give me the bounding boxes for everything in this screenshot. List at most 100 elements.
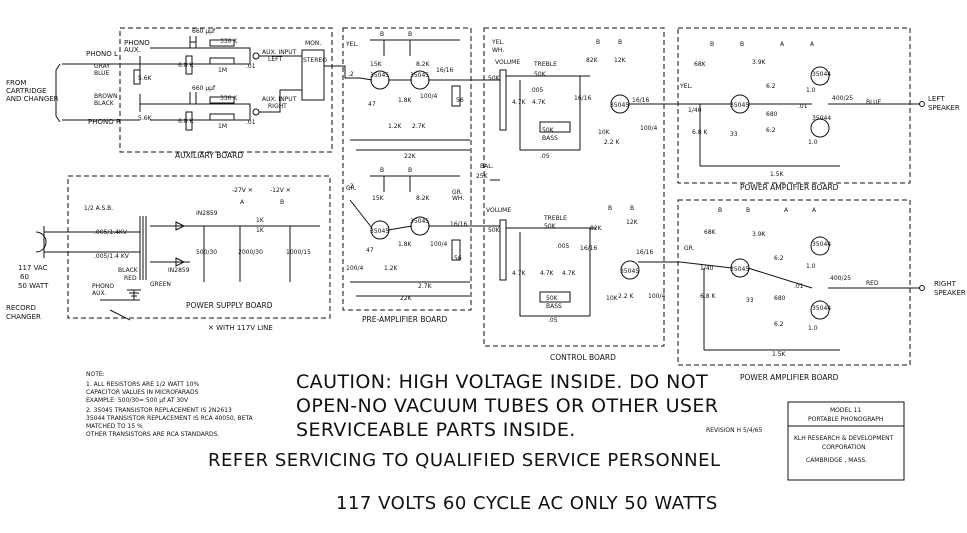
left-speaker-1: LEFT (928, 95, 945, 103)
bass-bottom-label: BASS (546, 303, 562, 310)
red-wire-label: RED (124, 275, 137, 282)
gr-amp-label: GR. (684, 245, 695, 252)
r22k-bottom-label: 22K (400, 295, 413, 302)
r62-bottom-a-label: 6.2 (774, 255, 784, 262)
power-amp-bottom-outline (677, 199, 911, 366)
caution-line-2: OPEN-NO VACUUM TUBES OR OTHER USER (296, 395, 718, 417)
power-amp-top-outline (677, 27, 911, 184)
q-preamp-bottom-1-label: 35045 (370, 228, 389, 235)
amp-bottom-b1: B (718, 207, 722, 214)
r15k-fb-top-label: 1.5K (770, 171, 785, 178)
power-supply-board-label: POWER SUPPLY BOARD (186, 301, 273, 310)
r82k-ctl-bottom-label: 82K (590, 225, 603, 232)
title-company-1: KLH RESEARCH & DEVELOPMENT (794, 435, 894, 442)
r22k-top-label: 22K (404, 153, 417, 160)
stereo-label: STEREO (303, 57, 327, 64)
q-out-bottom-2-label: 35044 (812, 305, 831, 312)
r82k-bottom-label: 8.2K (416, 195, 431, 202)
r50k-vol-top-label: 50K (488, 75, 501, 82)
r47k-bottom-c-label: 4.7K (562, 270, 577, 277)
power-supply-board-outline (67, 175, 331, 319)
auxiliary-board-label: AUXILIARY BOARD (175, 151, 243, 160)
r680-top-label: 680 (766, 111, 778, 118)
q-control-bottom-label: 35045 (620, 268, 639, 275)
from-cartridge-3: AND CHANGER (6, 95, 59, 103)
r56-bottom (451, 239, 461, 261)
r330k-left-label: 330 K (220, 38, 238, 45)
r10-bottom-b-label: 1.0 (808, 325, 818, 332)
note-line-2: CAPACITOR VALUES IN MICROFARADS (86, 389, 199, 396)
cap1616-top-label: 16/16 (436, 67, 453, 74)
ac-primary (44, 216, 141, 280)
aux-left-1: AUX. INPUT (262, 49, 297, 56)
r47k-bottom-a-label: 4.7K (512, 270, 527, 277)
yel-label: YEL. (345, 41, 359, 48)
preamp-bottom-b1: B (380, 167, 384, 174)
q-preamp-top-1-label: 35045 (370, 72, 389, 79)
r25k-label: 25K (476, 173, 489, 180)
power-amp-bottom: GR. 1/40 68K 6.8 K B B 3.9K 35045 33 A A… (679, 207, 966, 358)
caution-line-3: SERVICEABLE PARTS INSIDE. (296, 419, 576, 441)
note-line-5: 35044 TRANSISTOR REPLACEMENT IS RCA 4005… (86, 415, 254, 422)
cap1616-ctl-top2-label: 16/16 (632, 97, 649, 104)
rail-12v: -12V ✕ (270, 187, 291, 194)
cap100-bottom2-label: 100/4 (346, 265, 363, 272)
cap400-bottom-label: 400/25 (830, 275, 851, 282)
mon-label: MON. (305, 40, 321, 47)
auxiliary-board-outline (119, 27, 333, 153)
black-label: BLACK (94, 100, 115, 107)
filter2-label: 2000/30 (238, 249, 263, 256)
title-block: MODEL 11 PORTABLE PHONOGRAPH KLH RESEARC… (787, 401, 905, 481)
ac-60: 60 (20, 273, 29, 281)
blue-label: BLUE (94, 70, 110, 77)
r47k-bottom-b-label: 4.7K (540, 270, 555, 277)
power-amp-bottom-wiring (679, 261, 920, 351)
ctl-bottom-b2: B (630, 205, 634, 212)
volume-pot-bottom (499, 219, 507, 281)
right-speaker-2: SPEAKER (934, 289, 966, 297)
brown-label: BROWN (94, 93, 117, 100)
left-speaker-2: SPEAKER (928, 104, 960, 112)
preamp-top-b2: B (408, 31, 412, 38)
blue-label: BLUE (866, 99, 882, 106)
r82k-ctl-top-label: 82K (586, 57, 599, 64)
caution-line-1: CAUTION: HIGH VOLTAGE INSIDE. DO NOT (296, 371, 708, 393)
r33-top-label: 33 (730, 131, 738, 138)
aux-input-left-jack (252, 52, 260, 60)
title-model: MODEL 11 (830, 407, 861, 414)
pre-amp-board: YEL. .2 GR. .2 B B 15K 8.2K 35045 35045 … (345, 31, 478, 302)
r56-bottom-label: 56 (454, 255, 462, 262)
r39k-top-label: 3.9K (752, 59, 767, 66)
aux-right-1: AUX. INPUT (262, 96, 297, 103)
r1k-a-label: 1K (256, 217, 265, 224)
q-driver-top-label: 35045 (730, 102, 749, 109)
title-block-frame (787, 401, 905, 481)
r15k-top-label: 15K (370, 61, 383, 68)
preamp-bottom-signal (349, 199, 478, 231)
diode1 (175, 221, 186, 231)
r1m-left (209, 57, 235, 65)
changer-switch (100, 299, 140, 321)
power-amp-top: YEL. 1/40 68K 6.8 K B B 3.9K 35045 33 A … (679, 41, 960, 178)
pre-amp-board-outline (342, 27, 472, 311)
notes: NOTE: 1. ALL RESISTORS ARE 1/2 WATT 10% … (86, 371, 254, 438)
cap1616-bottom-label: 16/16 (450, 221, 467, 228)
cap1616-ctl-bottom2-label: 16/16 (636, 249, 653, 256)
auxiliary-board: FROM CARTRIDGE AND CHANGER PHONO L PHONO… (6, 28, 360, 131)
right-speaker-terminal (919, 285, 925, 291)
bass-r50k-bottom-label: 50K (546, 295, 559, 302)
pre-amp-board-label: PRE-AMPLIFIER BOARD (362, 315, 448, 324)
r62-bottom-b-label: 6.2 (774, 321, 784, 328)
ps-rail-b: B (280, 199, 284, 206)
amp-top-a2: A (810, 41, 815, 48)
q-preamp-bottom-2-label: 35045 (410, 218, 429, 225)
power-supply: 117 VAC 60 50 WATT RECORD CHANGER 1/2 A.… (6, 187, 320, 321)
control-board: YEL. WH. VOLUME 50K TREBLE 50K .005 4.7K… (470, 39, 680, 324)
r62-top-a-label: 6.2 (766, 83, 776, 90)
r15k-fb-bottom-label: 1.5K (772, 351, 787, 358)
aux-right-network (150, 103, 251, 121)
ctl-bottom-b1: B (608, 205, 612, 212)
cap1616-ctl-top-label: 16/16 (574, 95, 591, 102)
cap660-left (189, 36, 197, 48)
q-out-bottom-1-label: 35044 (812, 241, 831, 248)
